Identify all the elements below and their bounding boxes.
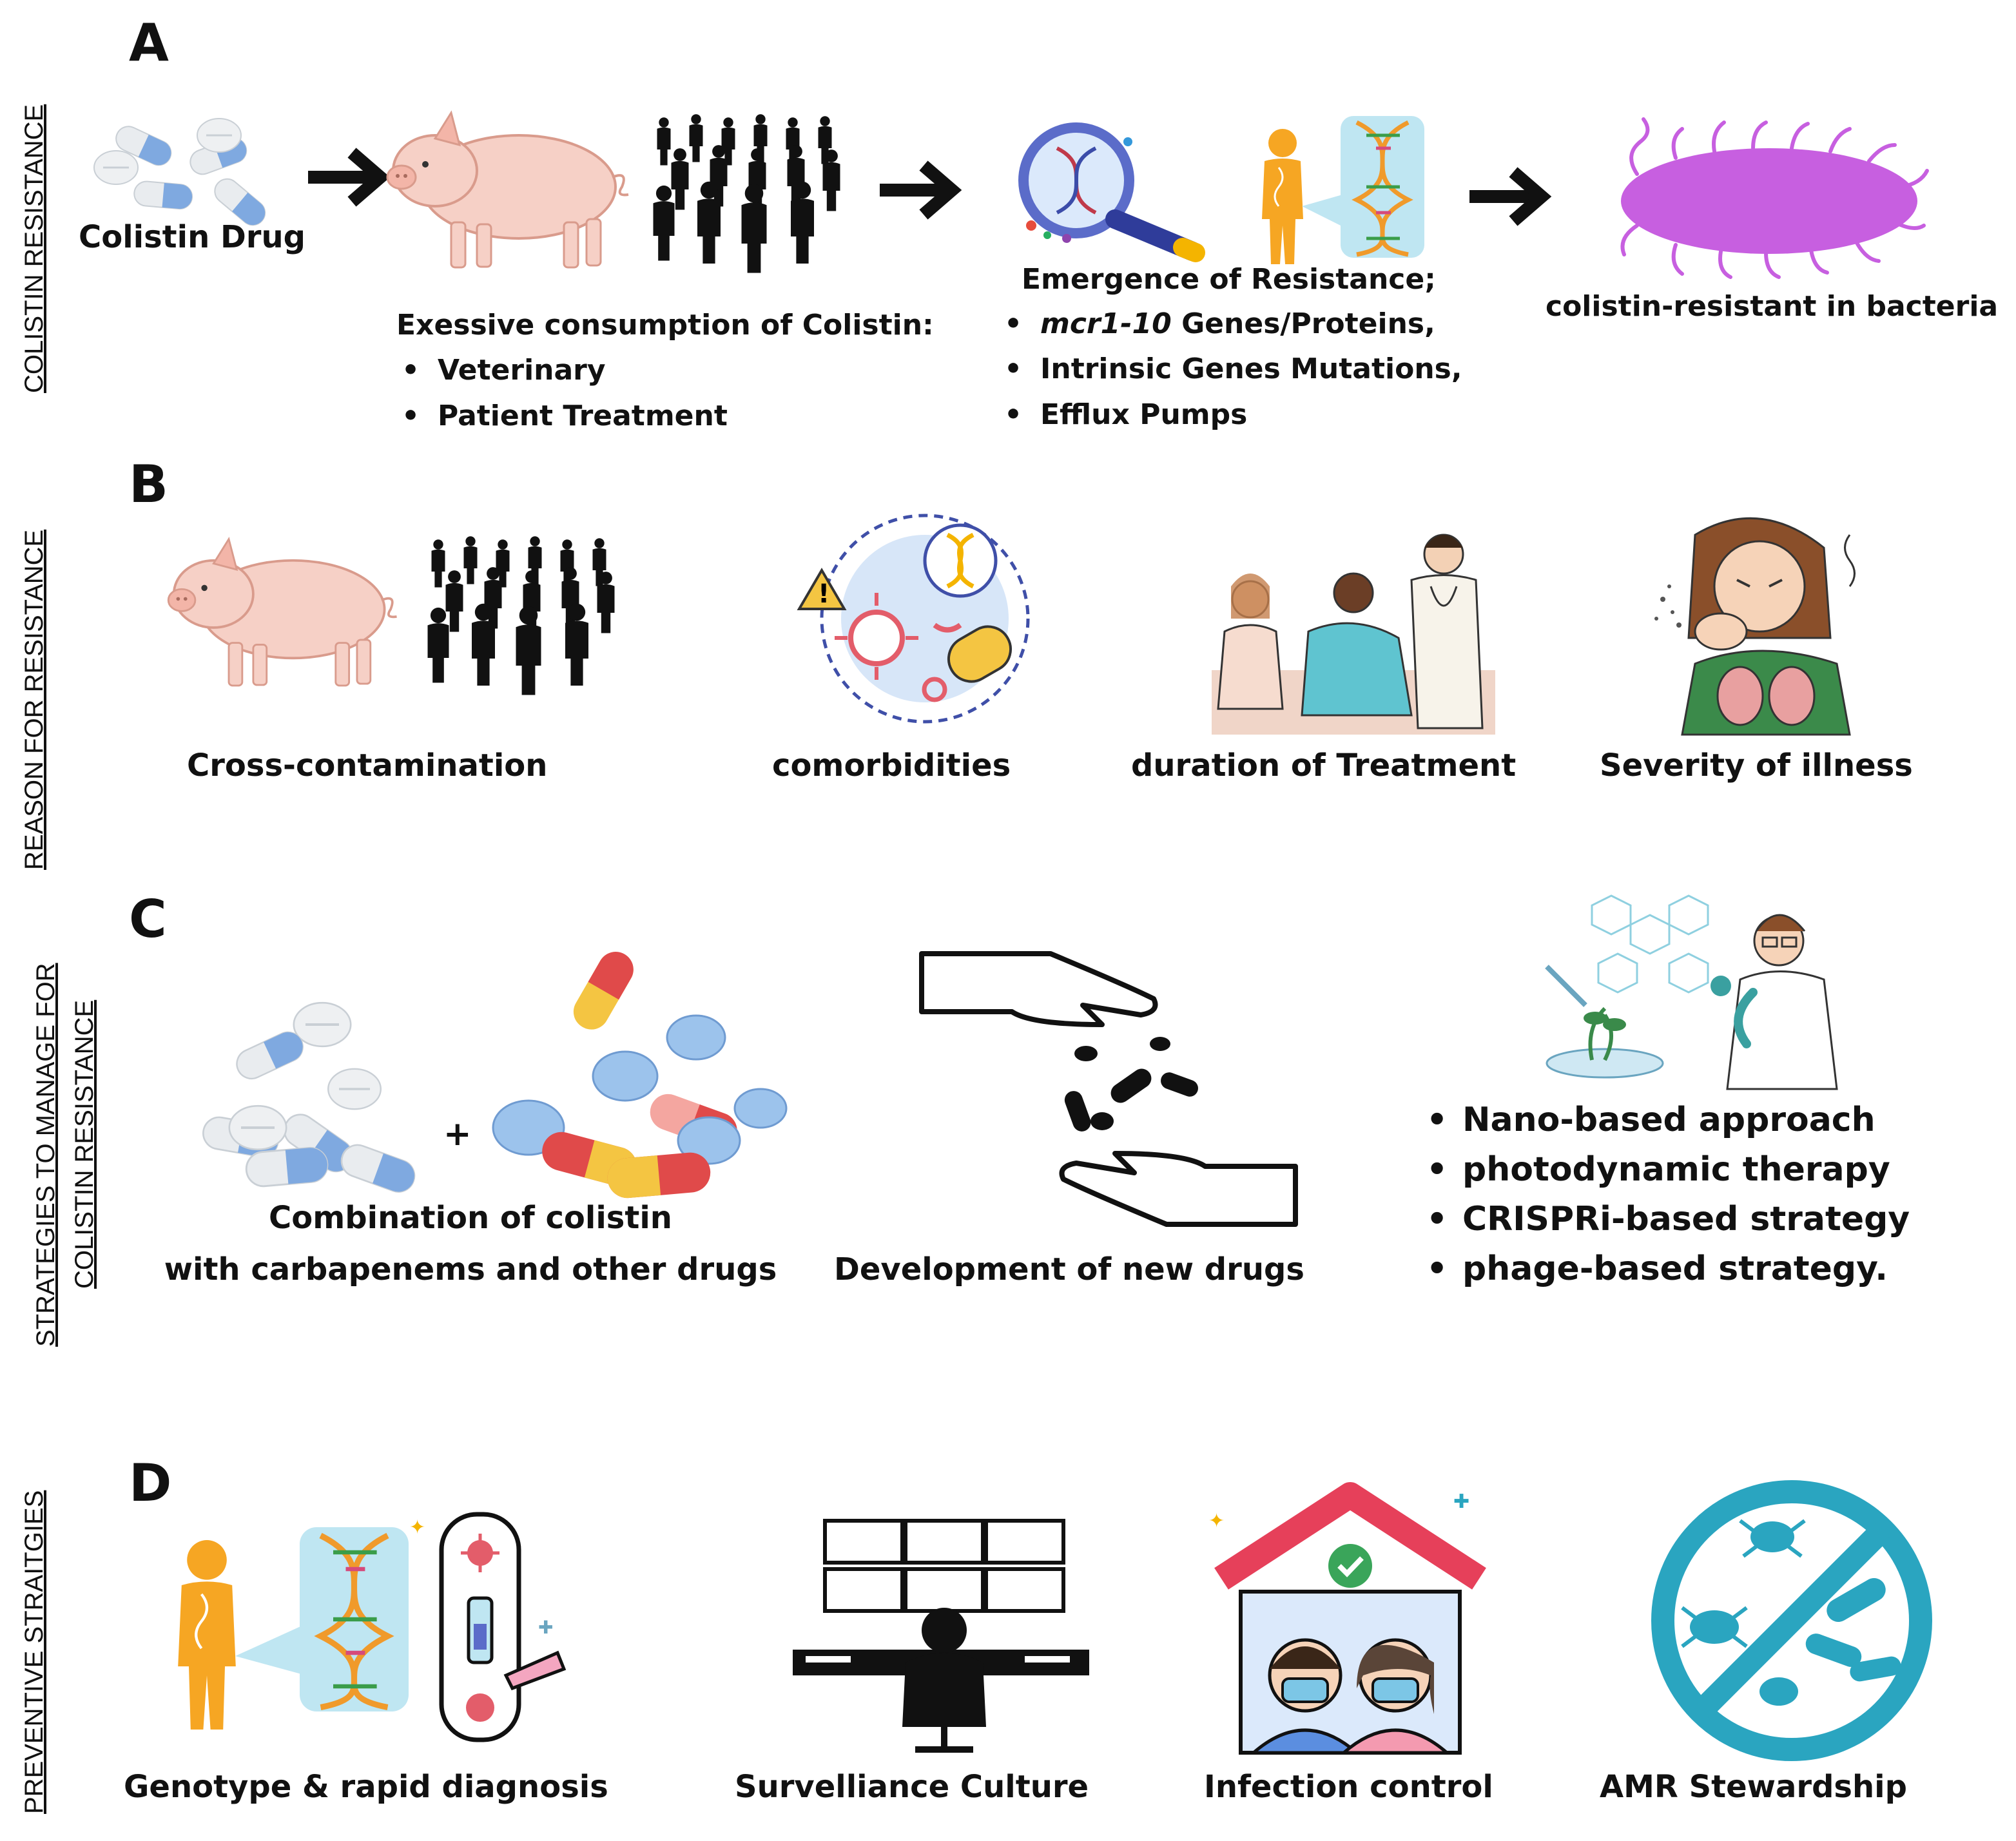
new-drugs-label: Development of new drugs — [834, 1251, 1304, 1287]
mixed-pills-icon — [492, 952, 788, 1199]
surveillance-monitors-icon — [793, 1519, 1089, 1753]
panel-b-letter: B — [129, 454, 168, 514]
panel-c-side-title-1: STRATEGIES TO MANAGE FOR — [32, 963, 60, 1347]
approach-item: Nano-based approach — [1421, 1095, 1910, 1145]
virus-cluster-icon: ! — [797, 514, 1030, 724]
approach-item: photodynamic therapy — [1421, 1145, 1910, 1195]
colistin-drug-label: Colistin Drug — [79, 219, 306, 255]
consumption-item: Veterinary — [396, 348, 934, 394]
no-bacteria-icon — [1651, 1480, 1932, 1761]
combination-line-1: Combination of colistin — [269, 1200, 672, 1236]
human-dna-icon: ✦ — [164, 1516, 425, 1753]
hospital-patient-icon — [1212, 534, 1495, 735]
coughing-person-icon — [1654, 517, 1856, 736]
bacteria-icon — [1620, 117, 1929, 279]
reason-label: comorbidities — [772, 747, 1011, 784]
reason-label: Cross-contamination — [187, 747, 548, 784]
panel-c-side-title-2: COLISTIN RESISTANCE — [70, 999, 99, 1289]
consumption-block: Exessive consumption of Colistin: Veteri… — [396, 303, 934, 439]
reason-label: duration of Treatment — [1131, 747, 1517, 784]
preventive-label: Survelliance Culture — [735, 1769, 1089, 1805]
panel-d-side-title: PREVENTIVE STRAITGIES — [20, 1490, 48, 1814]
approach-item: phage-based strategy. — [1421, 1244, 1910, 1294]
resistance-item: Efflux Pumps — [999, 392, 1462, 438]
preventive-label: Infection control — [1204, 1769, 1493, 1805]
consumption-title: Exessive consumption of Colistin: — [396, 309, 934, 342]
preventive-label: AMR Stewardship — [1600, 1769, 1907, 1805]
magnifier-dna-icon — [1018, 122, 1205, 262]
resistance-item: Intrinsic Genes Mutations, — [999, 347, 1462, 392]
resistance-title: Emergence of Resistance; — [1022, 263, 1436, 296]
approach-item: CRISPRi-based strategy — [1421, 1195, 1910, 1244]
panel-b-side-title: REASON FOR RESISTANCE — [20, 529, 48, 870]
test-kit-icon: ✚ — [439, 1512, 567, 1742]
human-dna-icon — [1261, 116, 1437, 265]
bacteria-label: colistin-resistant in bacteria — [1546, 290, 1999, 323]
pig-icon — [167, 537, 398, 687]
arrow-right-icon — [1463, 164, 1553, 229]
pills-icon — [93, 117, 271, 231]
reason-label: Severity of illness — [1600, 747, 1913, 784]
svg-text:✚: ✚ — [538, 1617, 553, 1638]
hands-pills-icon — [919, 951, 1298, 1227]
panel-a-letter: A — [129, 13, 169, 73]
svg-text:!: ! — [818, 579, 829, 609]
consumption-item: Patient Treatment — [396, 394, 934, 439]
plus-sign: + — [443, 1115, 472, 1153]
panel-a-side-title: COLISTIN RESISTANCE — [20, 104, 48, 393]
panel-d-letter: D — [129, 1453, 172, 1513]
svg-text:✦: ✦ — [409, 1516, 425, 1539]
scientist-lab-icon — [1545, 894, 1838, 1090]
svg-text:✚: ✚ — [1453, 1490, 1469, 1513]
resistance-item: mcr1-10 Genes/Proteins, — [999, 302, 1462, 347]
crowd-icon — [653, 114, 840, 273]
resistance-list: mcr1-10 Genes/Proteins, Intrinsic Genes … — [999, 302, 1462, 438]
preventive-label: Genotype & rapid diagnosis — [124, 1769, 608, 1805]
svg-text:✦: ✦ — [1208, 1510, 1225, 1532]
pills-icon — [200, 1001, 420, 1197]
approach-list: Nano-based approach photodynamic therapy… — [1421, 1095, 1910, 1294]
crowd-icon — [419, 528, 619, 722]
pig-icon — [386, 111, 630, 269]
arrow-right-icon — [302, 145, 392, 209]
combination-line-2: with carbapenems and other drugs — [164, 1251, 777, 1287]
panel-c-letter: C — [129, 889, 167, 949]
house-masks-icon: ✦ ✚ — [1208, 1482, 1486, 1755]
arrow-right-icon — [873, 158, 964, 222]
